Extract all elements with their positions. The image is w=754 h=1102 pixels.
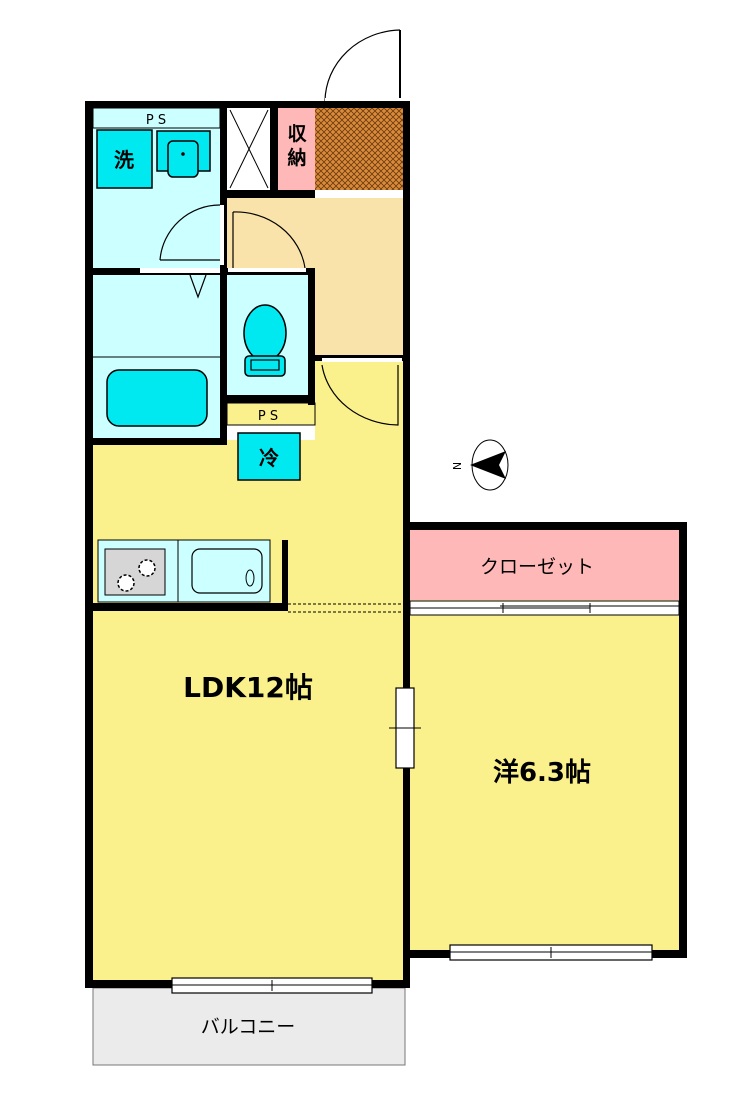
ps-top-label: P S <box>146 113 166 128</box>
bathtub <box>106 369 208 427</box>
toilet-door <box>232 211 306 269</box>
shoe-storage-hatch <box>315 108 403 190</box>
washer <box>96 129 153 189</box>
western-room-label: 洋6.3帖 <box>493 757 591 788</box>
bath-door <box>189 274 207 299</box>
compass-icon: N <box>450 439 509 491</box>
storage <box>278 108 315 190</box>
ldk-floor <box>93 440 403 980</box>
shaft-cross <box>229 109 269 189</box>
closet <box>410 530 679 600</box>
storage-label: 収納 <box>287 123 307 169</box>
ps-mid-label: P S <box>258 409 278 424</box>
stove <box>104 548 166 596</box>
balcony-label: バルコニー <box>201 1016 296 1038</box>
ldk-label: LDK12帖 <box>183 671 313 704</box>
hall-lower <box>315 358 403 448</box>
ldk-door <box>321 364 399 426</box>
kitchen-sink <box>191 548 263 594</box>
ldk-window <box>171 977 373 994</box>
kitchen-counter <box>97 539 271 603</box>
basin-bowl <box>167 140 199 178</box>
toilet-icon <box>243 304 287 377</box>
fridge <box>237 432 301 481</box>
washer-label: 洗 <box>114 148 134 172</box>
closet-doors <box>409 600 680 616</box>
western-window <box>449 944 653 961</box>
balcony <box>92 987 406 1066</box>
room-sliding-door[interactable] <box>389 687 421 769</box>
closet-label: クローゼット <box>480 556 594 578</box>
washroom-door <box>159 204 221 261</box>
drain-icon <box>181 152 185 156</box>
entrance-door <box>324 29 403 104</box>
burner-icon <box>138 559 156 577</box>
faucet-icon <box>245 569 255 587</box>
fridge-label: 冷 <box>259 446 279 470</box>
north-label: N <box>450 462 463 470</box>
burner-icon <box>117 574 135 592</box>
